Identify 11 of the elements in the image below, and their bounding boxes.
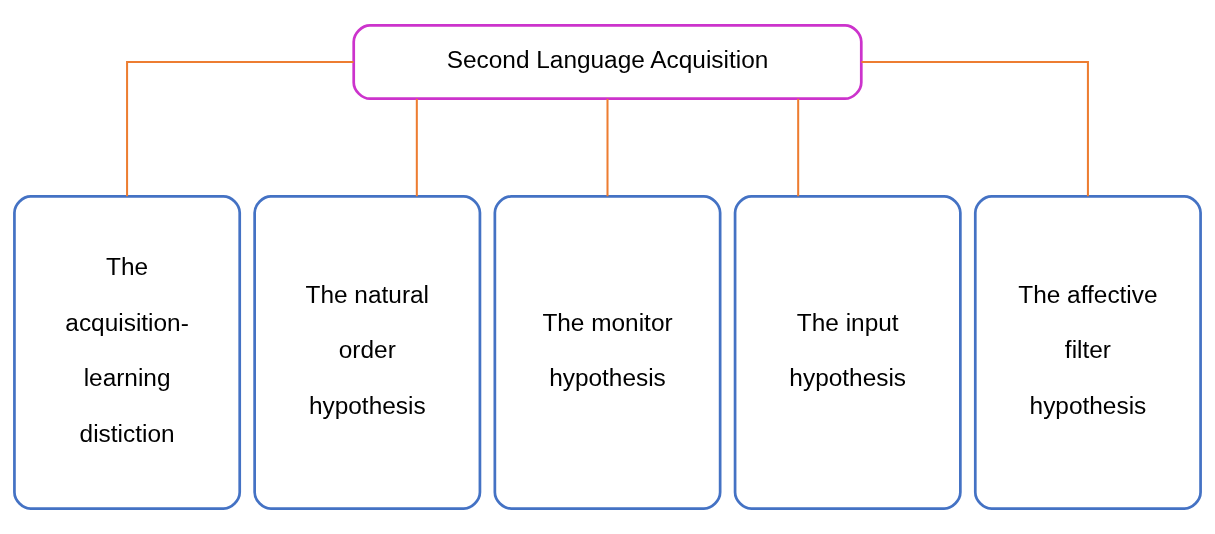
connector [606, 98, 609, 197]
connector [797, 98, 800, 197]
node-box: The monitor hypothesis [493, 195, 722, 510]
node-box: Second Language Acquisition [352, 24, 863, 101]
connector [415, 98, 418, 197]
connector [861, 61, 1089, 197]
node-box: The input hypothesis [733, 195, 962, 510]
connector [126, 61, 354, 197]
node-box: The affective filter hypothesis [973, 195, 1202, 510]
node-box: The acquisition-learning distiction [13, 195, 242, 510]
node-box: The natural order hypothesis [253, 195, 482, 510]
